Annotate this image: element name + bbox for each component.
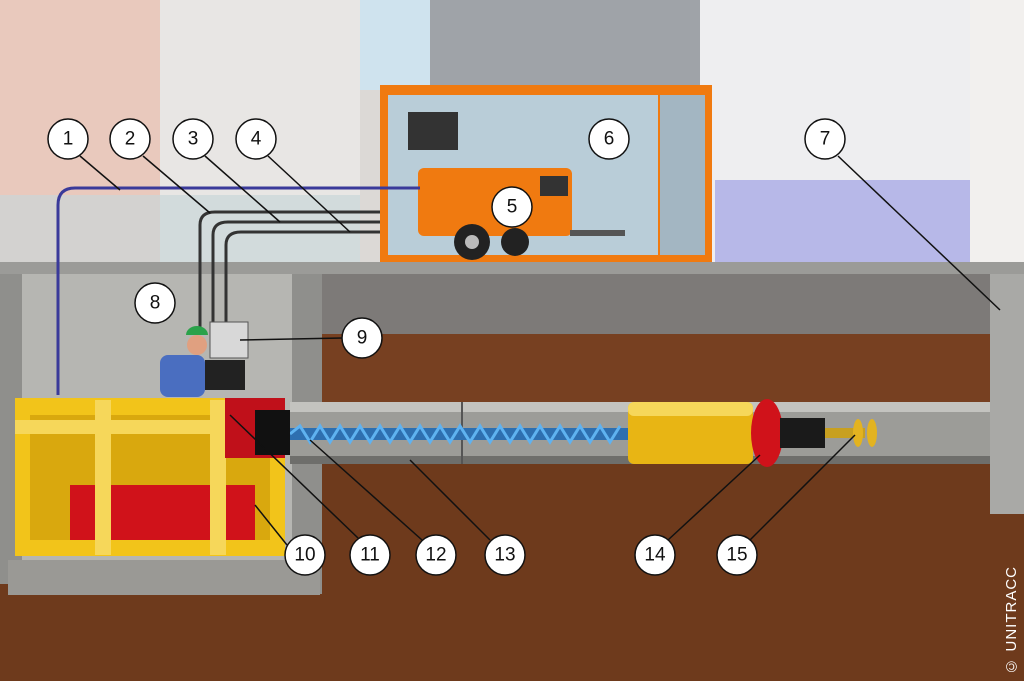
callout-circle bbox=[109, 118, 151, 160]
callout-6: 6 bbox=[588, 118, 630, 160]
callout-circle bbox=[804, 118, 846, 160]
callout-number: 2 bbox=[125, 129, 136, 150]
callout-number: 7 bbox=[820, 129, 831, 150]
boring-machine bbox=[15, 398, 290, 556]
callout-number: 12 bbox=[425, 545, 446, 566]
operator bbox=[160, 326, 208, 397]
callout-9: 9 bbox=[341, 317, 383, 359]
callout-8: 8 bbox=[134, 282, 176, 324]
callout-number: 10 bbox=[294, 545, 315, 566]
callout-circle bbox=[172, 118, 214, 160]
callout-circle bbox=[284, 534, 326, 576]
callout-circle bbox=[47, 118, 89, 160]
callout-number: 15 bbox=[726, 545, 747, 566]
callout-number: 13 bbox=[494, 545, 515, 566]
street-surface bbox=[0, 262, 1024, 274]
callout-circle bbox=[134, 282, 176, 324]
callout-2: 2 bbox=[109, 118, 151, 160]
callout-4: 4 bbox=[235, 118, 277, 160]
supply-hoses bbox=[56, 186, 420, 395]
callout-5: 5 bbox=[491, 186, 533, 228]
callout-circle bbox=[415, 534, 457, 576]
callout-3: 3 bbox=[172, 118, 214, 160]
callout-number: 9 bbox=[357, 328, 368, 349]
callout-12: 12 bbox=[415, 534, 457, 576]
callout-14: 14 bbox=[634, 534, 676, 576]
reception-pit bbox=[990, 274, 1024, 514]
callout-circle bbox=[634, 534, 676, 576]
callout-number: 3 bbox=[188, 129, 199, 150]
cutting-head bbox=[628, 399, 877, 467]
callout-circle bbox=[235, 118, 277, 160]
callout-number: 11 bbox=[360, 545, 380, 566]
callout-circle bbox=[588, 118, 630, 160]
callout-circle bbox=[484, 534, 526, 576]
callout-7: 7 bbox=[804, 118, 846, 160]
control-panel bbox=[205, 321, 249, 390]
callout-15: 15 bbox=[716, 534, 758, 576]
callout-number: 1 bbox=[63, 129, 74, 150]
callout-number: 6 bbox=[604, 129, 615, 150]
callout-circle bbox=[716, 534, 758, 576]
callout-11: 11 bbox=[349, 534, 391, 576]
callout-13: 13 bbox=[484, 534, 526, 576]
callout-circle bbox=[349, 534, 391, 576]
callout-number: 5 bbox=[507, 197, 518, 218]
copyright-text: © UNITRACC bbox=[1003, 566, 1020, 675]
callout-10: 10 bbox=[284, 534, 326, 576]
callout-number: 8 bbox=[150, 293, 161, 314]
auger-screw bbox=[285, 423, 630, 445]
leader-lines bbox=[79, 155, 1001, 546]
callout-number: 14 bbox=[644, 545, 666, 566]
callout-number: 4 bbox=[251, 129, 262, 150]
city-background bbox=[0, 0, 1024, 265]
callout-1: 1 bbox=[47, 118, 89, 160]
callout-circle bbox=[341, 317, 383, 359]
callout-circle bbox=[491, 186, 533, 228]
